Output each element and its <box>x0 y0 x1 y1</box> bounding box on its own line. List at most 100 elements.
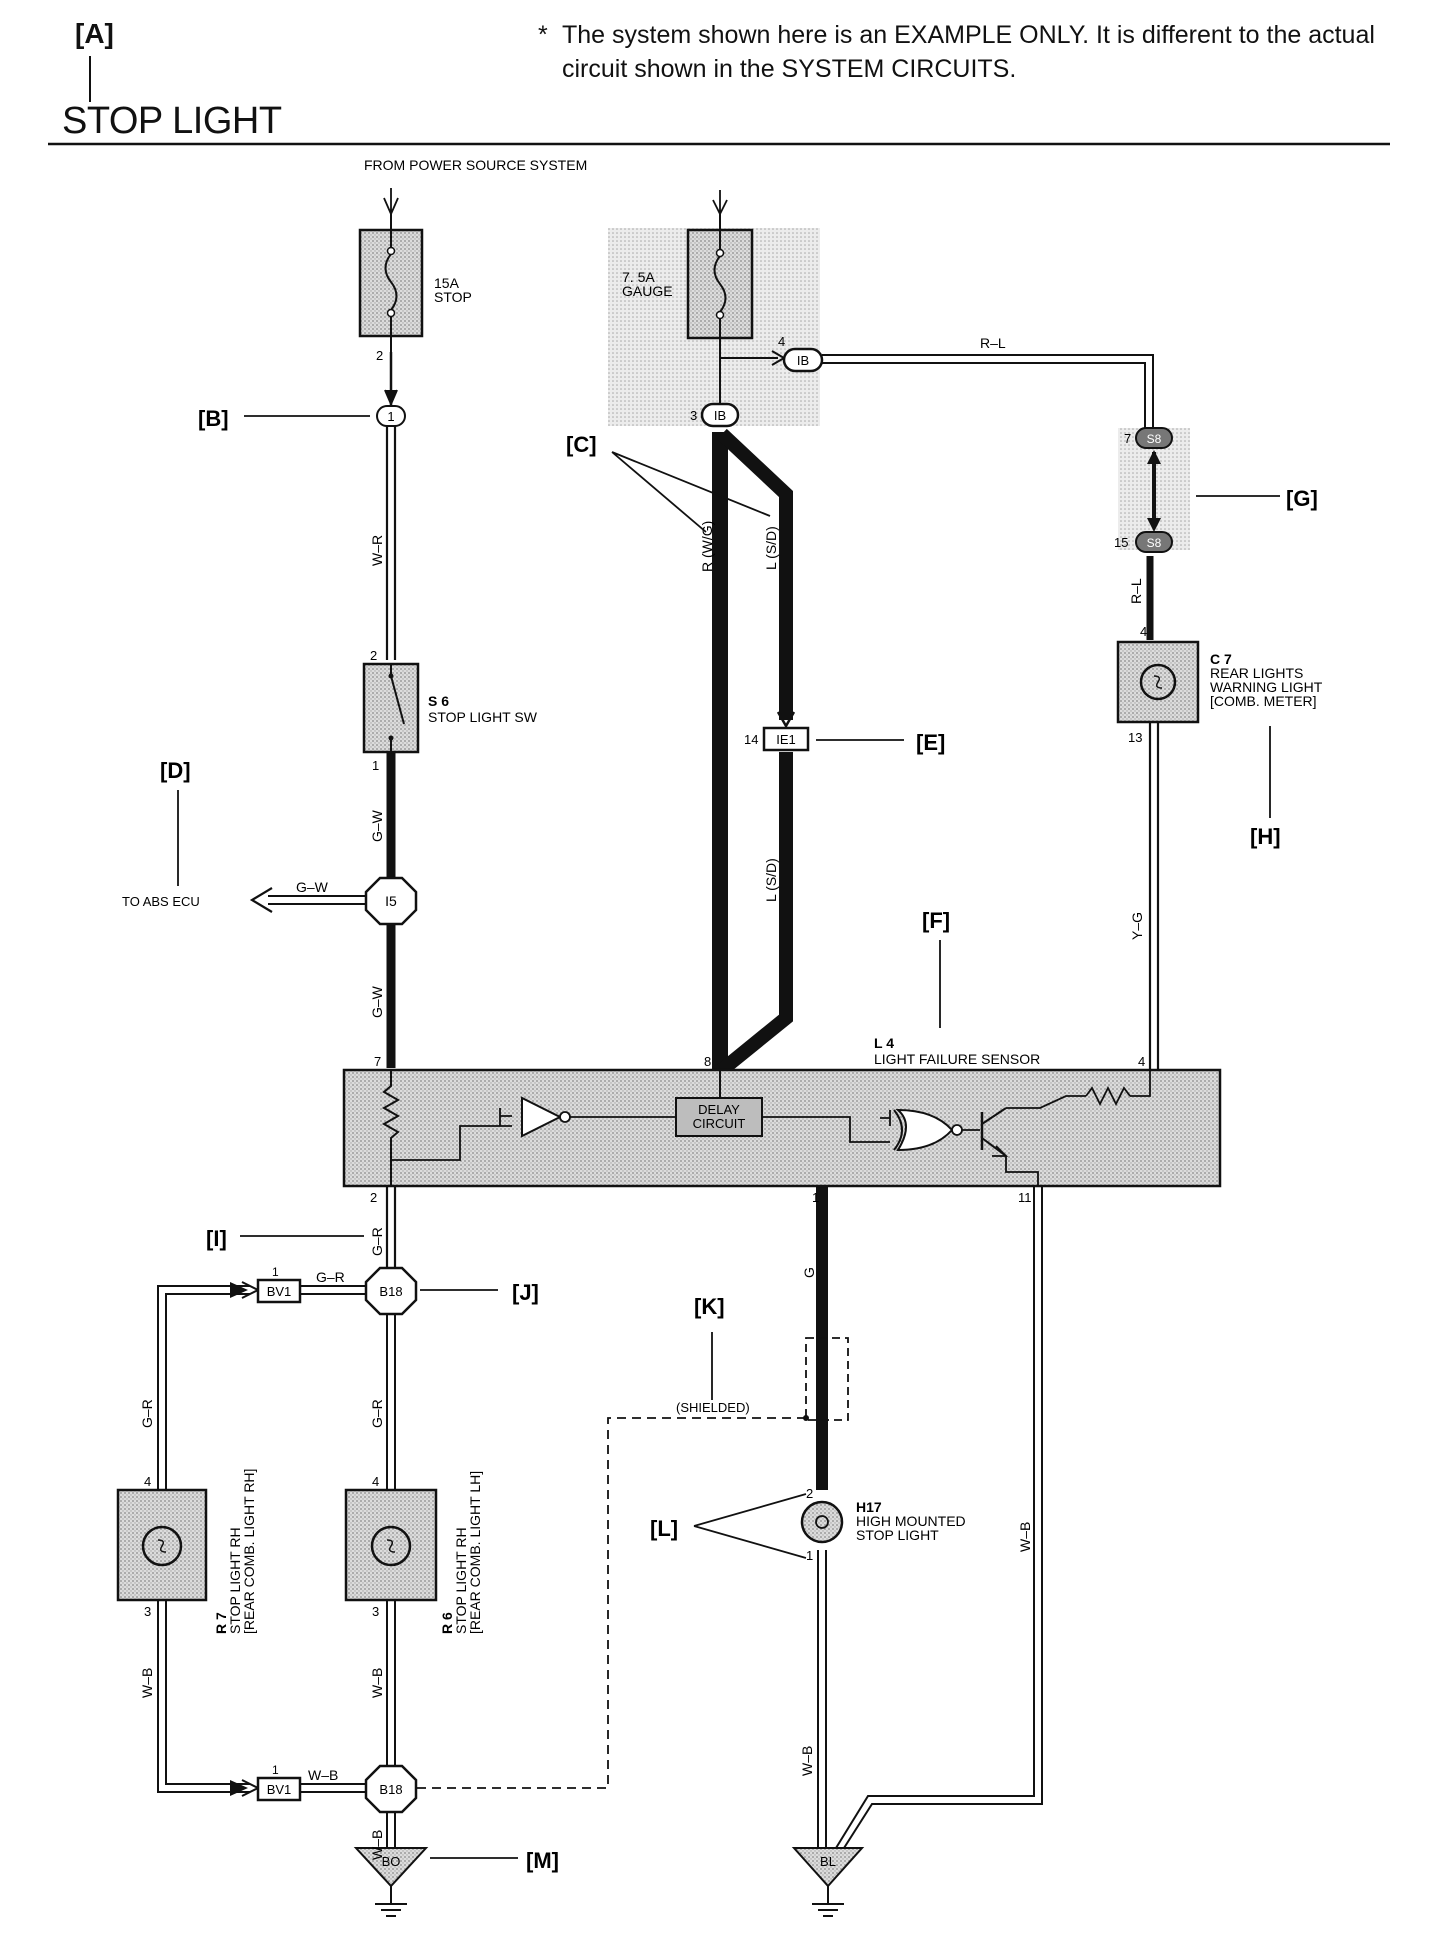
ground-bl-icon <box>791 1847 865 1917</box>
wire-label-w-b-4: W–B <box>369 1830 385 1860</box>
c7-pin-bottom: 13 <box>1128 730 1142 745</box>
power-arrow-stop-icon <box>383 188 399 217</box>
ib-pin-a: 4 <box>778 334 785 349</box>
r7-pin-top: 4 <box>144 1474 151 1489</box>
callout-k: [K] <box>694 1294 725 1319</box>
wire-label-g-r-2: G–R <box>316 1269 345 1285</box>
stop-fuse <box>358 212 424 352</box>
l4-pin-7: 7 <box>374 1054 381 1069</box>
callout-i: [I] <box>206 1226 227 1251</box>
c7-line1: REAR LIGHTS <box>1210 665 1303 681</box>
wire-w-r <box>384 352 398 660</box>
ib-connector-b-label: IB <box>714 408 726 423</box>
junction-1 <box>376 405 406 427</box>
callout-l: [L] <box>650 1516 678 1541</box>
ground-bo-label: BO <box>382 1854 401 1869</box>
r6-line1: STOP LIGHT RH <box>453 1527 469 1634</box>
r7-label-group: R 7 STOP LIGHT RH [REAR COMB. LIGHT RH] <box>213 1469 257 1634</box>
wire-g-r-r7 <box>157 1281 261 1490</box>
bv1-pin-bottom: 1 <box>272 1763 279 1777</box>
s8-pin-bottom: 15 <box>1114 535 1128 550</box>
s8-connector-bottom-label: S8 <box>1147 536 1162 550</box>
gauge-fuse <box>686 212 754 404</box>
wire-label-g-w-abs: G–W <box>296 879 329 895</box>
wire-label-l-sd-upper: L (S/D) <box>763 526 779 570</box>
h17-pin-bottom: 1 <box>806 1548 813 1563</box>
l4-pin-4: 4 <box>1138 1054 1145 1069</box>
wire-label-g-r-3: G–R <box>139 1399 155 1428</box>
callout-c-leader <box>611 451 771 533</box>
ib-connector-a <box>782 347 824 373</box>
wire-g-r-b18-bv1 <box>300 1285 374 1295</box>
callout-j: [J] <box>512 1280 539 1305</box>
wire-label-w-b-1: W–B <box>139 1668 155 1698</box>
bv1-connector-bottom <box>256 1776 302 1802</box>
wire-w-b-r7 <box>157 1600 374 1797</box>
r6-label-group: R 6 STOP LIGHT RH [REAR COMB. LIGHT LH] <box>439 1471 483 1634</box>
shielded-wire <box>416 1337 849 1789</box>
s8-connector-bottom <box>1135 531 1173 553</box>
power-arrow-gauge-icon <box>712 190 728 217</box>
r6-code: R 6 <box>439 1612 455 1634</box>
callout-h: [H] <box>1250 824 1281 849</box>
s6-name: STOP LIGHT SW <box>428 709 538 725</box>
ground-bl-label: BL <box>820 1854 836 1869</box>
s8-pin-top: 7 <box>1124 431 1131 446</box>
c7-line3: [COMB. METER] <box>1210 693 1317 709</box>
ground-bo-icon <box>353 1847 429 1917</box>
wire-label-g-r-1: G–R <box>369 1227 385 1256</box>
c7-code: C 7 <box>1210 651 1232 667</box>
b18-junction-top-label: B18 <box>379 1284 402 1299</box>
bv1-pin-top: 1 <box>272 1265 279 1279</box>
ib-connector-b <box>700 402 740 428</box>
r7-code: R 7 <box>213 1612 229 1634</box>
callout-l-leader <box>693 1493 807 1559</box>
s8-connector-top-label: S8 <box>1147 432 1162 446</box>
ib-connector-a-label: IB <box>797 353 809 368</box>
wire-label-y-g: Y–G <box>1129 912 1145 940</box>
h17-line1: HIGH MOUNTED <box>856 1513 966 1529</box>
s8-connector-top <box>1135 427 1173 449</box>
l4-name: LIGHT FAILURE SENSOR <box>874 1051 1040 1067</box>
l4-pin-11: 11 <box>1018 1190 1032 1205</box>
wire-l4-to-b18 <box>385 1186 397 1272</box>
stop-fuse-name: STOP <box>434 289 472 305</box>
r7-line2: [REAR COMB. LIGHT RH] <box>241 1469 257 1634</box>
l4-pin-1: 1 <box>812 1190 819 1205</box>
notice-text: The system shown here is an EXAMPLE ONLY… <box>562 21 1375 83</box>
notice-asterisk: * <box>538 21 548 49</box>
b18-junction-bottom <box>364 1764 418 1814</box>
l4-delay-line1: DELAY <box>698 1102 740 1117</box>
ib-pin-b: 3 <box>690 408 697 423</box>
wire-g-w-abs <box>249 887 370 913</box>
r7-line1: STOP LIGHT RH <box>227 1527 243 1634</box>
callout-m: [M] <box>526 1848 559 1873</box>
wire-label-r-l-top: R–L <box>980 335 1006 351</box>
wire-y-g <box>1148 722 1160 1070</box>
wire-label-w-b-3: W–B <box>308 1767 338 1783</box>
page-title: STOP LIGHT <box>62 100 282 142</box>
bv1-connector-top <box>256 1278 302 1304</box>
r6-pin-top: 4 <box>372 1474 379 1489</box>
wire-label-w-b-5: W–B <box>799 1746 815 1776</box>
wire-g-r-r6 <box>386 1312 396 1490</box>
wire-label-g-w-lower: G–W <box>369 985 385 1018</box>
h17-pin-top: 2 <box>806 1486 813 1501</box>
stop-fuse-pin: 2 <box>376 348 383 363</box>
stop-light-r6 <box>344 1488 438 1602</box>
callout-g: [G] <box>1286 486 1318 511</box>
wire-l-sd <box>717 428 796 1076</box>
bv1-connector-top-label: BV1 <box>267 1284 292 1299</box>
wire-w-b-h17 <box>817 1550 827 1848</box>
wire-label-w-r: W–R <box>369 535 385 566</box>
wire-label-r-wg: R (W/G) <box>699 521 715 572</box>
stop-light-switch <box>362 662 420 754</box>
i5-junction-label: I5 <box>385 893 397 909</box>
stop-fuse-rating: 15A <box>434 275 460 291</box>
c7-pin-top: 4 <box>1140 624 1147 639</box>
wire-w-b-l4-to-bl <box>835 1186 1043 1849</box>
callout-f: [F] <box>922 908 950 933</box>
light-failure-sensor <box>342 1068 1222 1188</box>
